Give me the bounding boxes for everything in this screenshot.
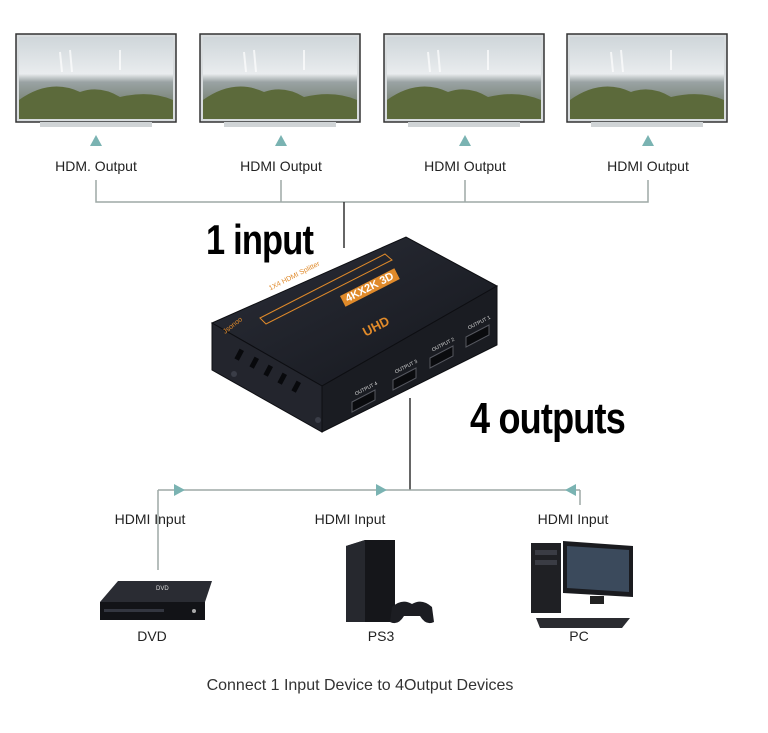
- output-label-1: HDM. Output: [55, 158, 137, 174]
- ps3-console: [346, 540, 434, 624]
- input-label-ps3: HDMI Input: [314, 511, 386, 527]
- headline-input: 1 input: [206, 216, 314, 263]
- device-label-ps3: PS3: [367, 628, 395, 644]
- input-label-pc: HDMI Input: [537, 511, 609, 527]
- output-label-4: HDMI Output: [607, 158, 689, 174]
- tv-1: [15, 33, 177, 127]
- dvd-logo-text: DVD: [156, 586, 169, 592]
- output-bus: [95, 180, 649, 248]
- tv-3: [383, 33, 545, 127]
- pc-computer: [531, 541, 633, 628]
- output-label-2: HDMI Output: [240, 158, 322, 174]
- input-bus: [157, 398, 581, 570]
- input-label-dvd: HDMI Input: [114, 511, 186, 527]
- output-label-3: HDMI Output: [424, 158, 506, 174]
- output-arrows: [90, 135, 654, 146]
- tv-2: [199, 33, 361, 127]
- device-label-pc: PC: [569, 628, 589, 644]
- input-arrows: [174, 484, 576, 496]
- dvd-player: [100, 581, 212, 620]
- tv-4: [566, 33, 728, 127]
- caption: Connect 1 Input Device to 4Output Device…: [206, 677, 514, 694]
- device-label-dvd: DVD: [137, 628, 167, 644]
- hdmi-splitter: [210, 236, 499, 433]
- headline-outputs: 4 outputs: [470, 394, 626, 443]
